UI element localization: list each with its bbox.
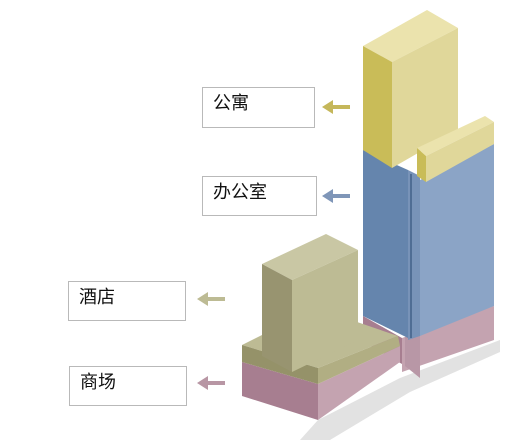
tower-mall-right	[402, 306, 494, 372]
label-hotel-text: 酒店	[79, 287, 115, 308]
tower-apartment-wing-front	[417, 148, 426, 182]
arrow-left-icon	[197, 292, 225, 306]
label-office-text: 办公室	[213, 182, 267, 203]
podium-hotel-block-top	[262, 234, 358, 280]
podium-hotel-slab-right	[318, 336, 400, 384]
tower-office-slot	[408, 170, 420, 340]
podium-mall-right	[318, 346, 400, 420]
podium-mall-front	[242, 362, 318, 420]
label-mall: 商场	[69, 366, 187, 406]
tower-apartment-wing-top	[417, 116, 494, 156]
ground-shadow	[300, 340, 500, 440]
arrow-left-icon	[322, 100, 350, 114]
tower-apartment-front	[363, 46, 392, 168]
tower-office-front	[363, 150, 408, 338]
label-apartment-text: 公寓	[213, 93, 249, 114]
label-hotel: 酒店	[68, 281, 186, 321]
arrow-left-icon	[197, 376, 225, 390]
tower-apartment-top	[363, 10, 458, 62]
podium-hotel-block-front	[262, 264, 292, 372]
label-apartment: 公寓	[202, 87, 315, 128]
tower-mall-gap	[405, 332, 420, 378]
tower-apartment-wing-right	[426, 122, 494, 182]
arrow-left-icon	[322, 189, 350, 203]
tower-apartment-right	[392, 28, 458, 168]
label-office: 办公室	[202, 176, 317, 216]
tower-office-right	[420, 144, 494, 336]
label-mall-text: 商场	[80, 372, 116, 393]
podium-hotel-block-right	[292, 250, 358, 372]
